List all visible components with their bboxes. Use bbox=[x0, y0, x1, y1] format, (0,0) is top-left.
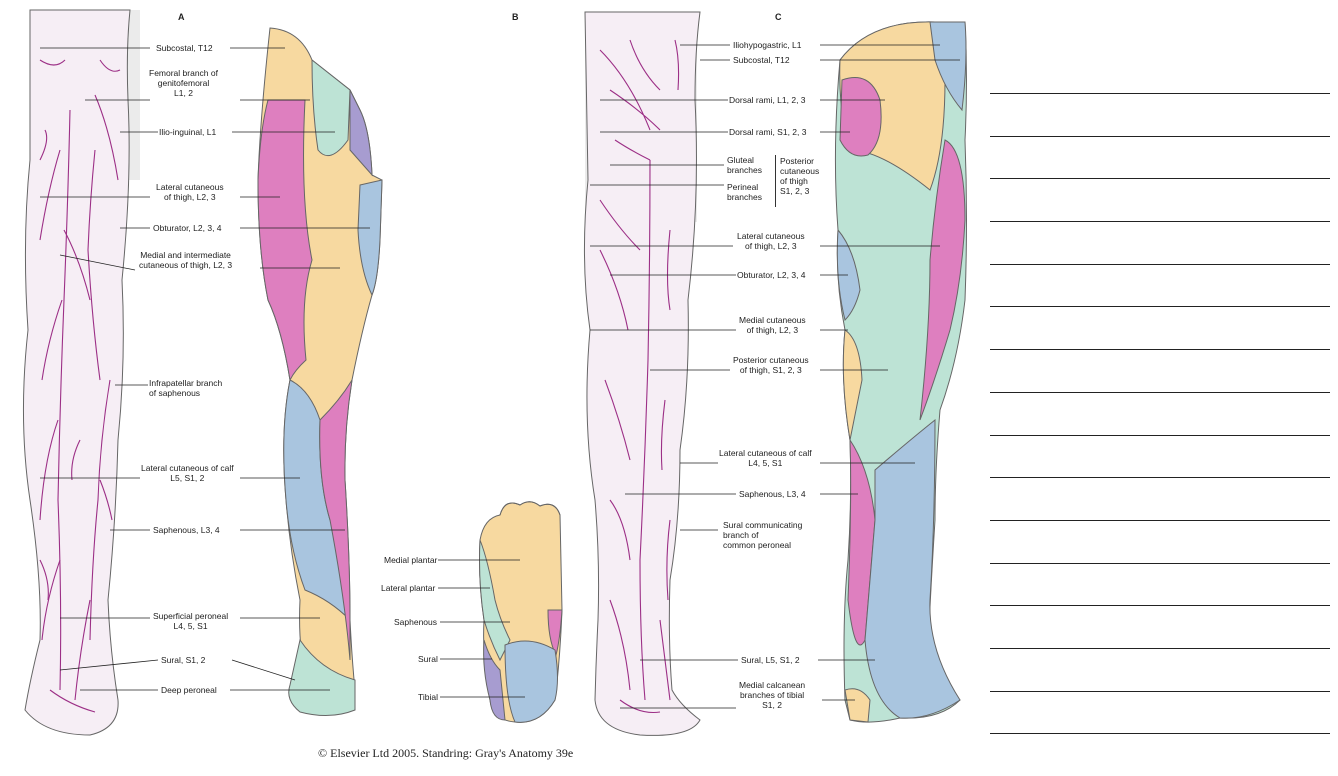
sole-dermatomes bbox=[480, 502, 563, 723]
answer-line[interactable] bbox=[990, 520, 1330, 521]
answer-line[interactable] bbox=[990, 477, 1330, 478]
label-subcostal: Subcostal, T12 bbox=[155, 43, 214, 53]
label-med-calcanean: Medial calcanean branches of tibial S1, … bbox=[738, 680, 806, 710]
label-ilioinguinal: Ilio-inguinal, L1 bbox=[158, 127, 217, 137]
label-lateral-plantar: Lateral plantar bbox=[380, 583, 436, 593]
answer-line[interactable] bbox=[990, 264, 1330, 265]
label-med-cut-c: Medial cutaneous of thigh, L2, 3 bbox=[738, 315, 807, 335]
label-deep-peroneal: Deep peroneal bbox=[160, 685, 218, 695]
answer-lines bbox=[990, 93, 1330, 776]
label-perineal: Perineal branches bbox=[726, 182, 763, 202]
label-post-cut-brace: Posterior cutaneous of thigh S1, 2, 3 bbox=[779, 156, 820, 196]
answer-line[interactable] bbox=[990, 563, 1330, 564]
posterior-leg-dermatomes bbox=[835, 22, 966, 722]
answer-line[interactable] bbox=[990, 605, 1330, 606]
label-genitofemoral: Femoral branch of genitofemoral L1, 2 bbox=[148, 68, 219, 98]
anterior-leg-dermatomes bbox=[258, 28, 382, 716]
label-subcostal-c: Subcostal, T12 bbox=[732, 55, 791, 65]
label-saphenous-c: Saphenous, L3, 4 bbox=[738, 489, 807, 499]
label-lat-cut-calf: Lateral cutaneous of calf L5, S1, 2 bbox=[140, 463, 235, 483]
label-sural: Sural, S1, 2 bbox=[160, 655, 206, 665]
label-dorsal-rami-s: Dorsal rami, S1, 2, 3 bbox=[728, 127, 807, 137]
answer-line[interactable] bbox=[990, 435, 1330, 436]
answer-line[interactable] bbox=[990, 93, 1330, 94]
label-lat-cut-thigh-c: Lateral cutaneous of thigh, L2, 3 bbox=[736, 231, 806, 251]
label-obturator-c: Obturator, L2, 3, 4 bbox=[736, 270, 807, 280]
posterior-leg-nerves bbox=[584, 12, 700, 735]
copyright-caption: © Elsevier Ltd 2005. Standring: Gray's A… bbox=[318, 746, 573, 761]
label-post-cut-c: Posterior cutaneous of thigh, S1, 2, 3 bbox=[732, 355, 810, 375]
label-sural-comm: Sural communicating branch of common per… bbox=[722, 520, 803, 550]
brace bbox=[775, 155, 776, 207]
label-iliohypogastric: Iliohypogastric, L1 bbox=[732, 40, 803, 50]
answer-line[interactable] bbox=[990, 136, 1330, 137]
answer-line[interactable] bbox=[990, 648, 1330, 649]
answer-line[interactable] bbox=[990, 691, 1330, 692]
label-sural-b: Sural bbox=[417, 654, 439, 664]
answer-line[interactable] bbox=[990, 178, 1330, 179]
label-gluteal: Gluteal branches bbox=[726, 155, 763, 175]
label-dorsal-rami-l: Dorsal rami, L1, 2, 3 bbox=[728, 95, 807, 105]
label-tibial: Tibial bbox=[417, 692, 439, 702]
label-lat-cut-thigh: Lateral cutaneous of thigh, L2, 3 bbox=[155, 182, 225, 202]
label-saphenous-b: Saphenous bbox=[393, 617, 438, 627]
answer-line[interactable] bbox=[990, 306, 1330, 307]
label-medial-plantar: Medial plantar bbox=[383, 555, 438, 565]
answer-line[interactable] bbox=[990, 392, 1330, 393]
label-saphenous: Saphenous, L3, 4 bbox=[152, 525, 221, 535]
label-infrapatellar: Infrapatellar branch of saphenous bbox=[148, 378, 223, 398]
anterior-leg-nerves bbox=[23, 10, 140, 735]
label-med-int-cut: Medial and intermediate cutaneous of thi… bbox=[138, 250, 233, 270]
answer-line[interactable] bbox=[990, 221, 1330, 222]
label-sural-c: Sural, L5, S1, 2 bbox=[740, 655, 801, 665]
label-sup-peroneal: Superficial peroneal L4, 5, S1 bbox=[152, 611, 229, 631]
answer-line[interactable] bbox=[990, 733, 1330, 734]
answer-line[interactable] bbox=[990, 349, 1330, 350]
label-lat-cut-calf-c: Lateral cutaneous of calf L4, 5, S1 bbox=[718, 448, 813, 468]
label-obturator: Obturator, L2, 3, 4 bbox=[152, 223, 223, 233]
